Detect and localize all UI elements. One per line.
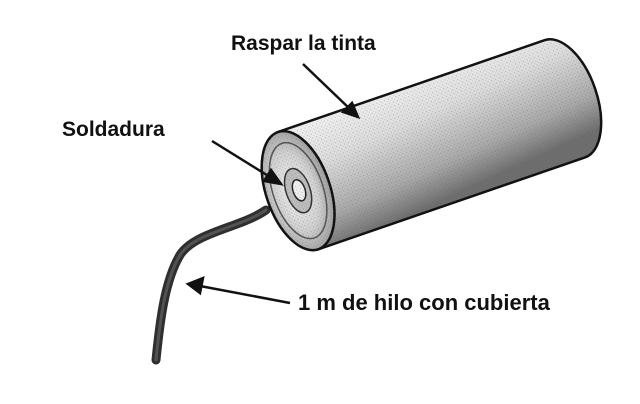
label-scrape-ink: Raspar la tinta [231, 32, 376, 55]
arrow-wire [185, 275, 291, 305]
arrow-solder [211, 139, 284, 186]
label-wire: 1 m de hilo con cubierta [298, 290, 550, 315]
cylinder [260, 38, 603, 252]
arrow-scrape-ink [302, 63, 361, 120]
label-solder: Soldadura [62, 118, 165, 141]
